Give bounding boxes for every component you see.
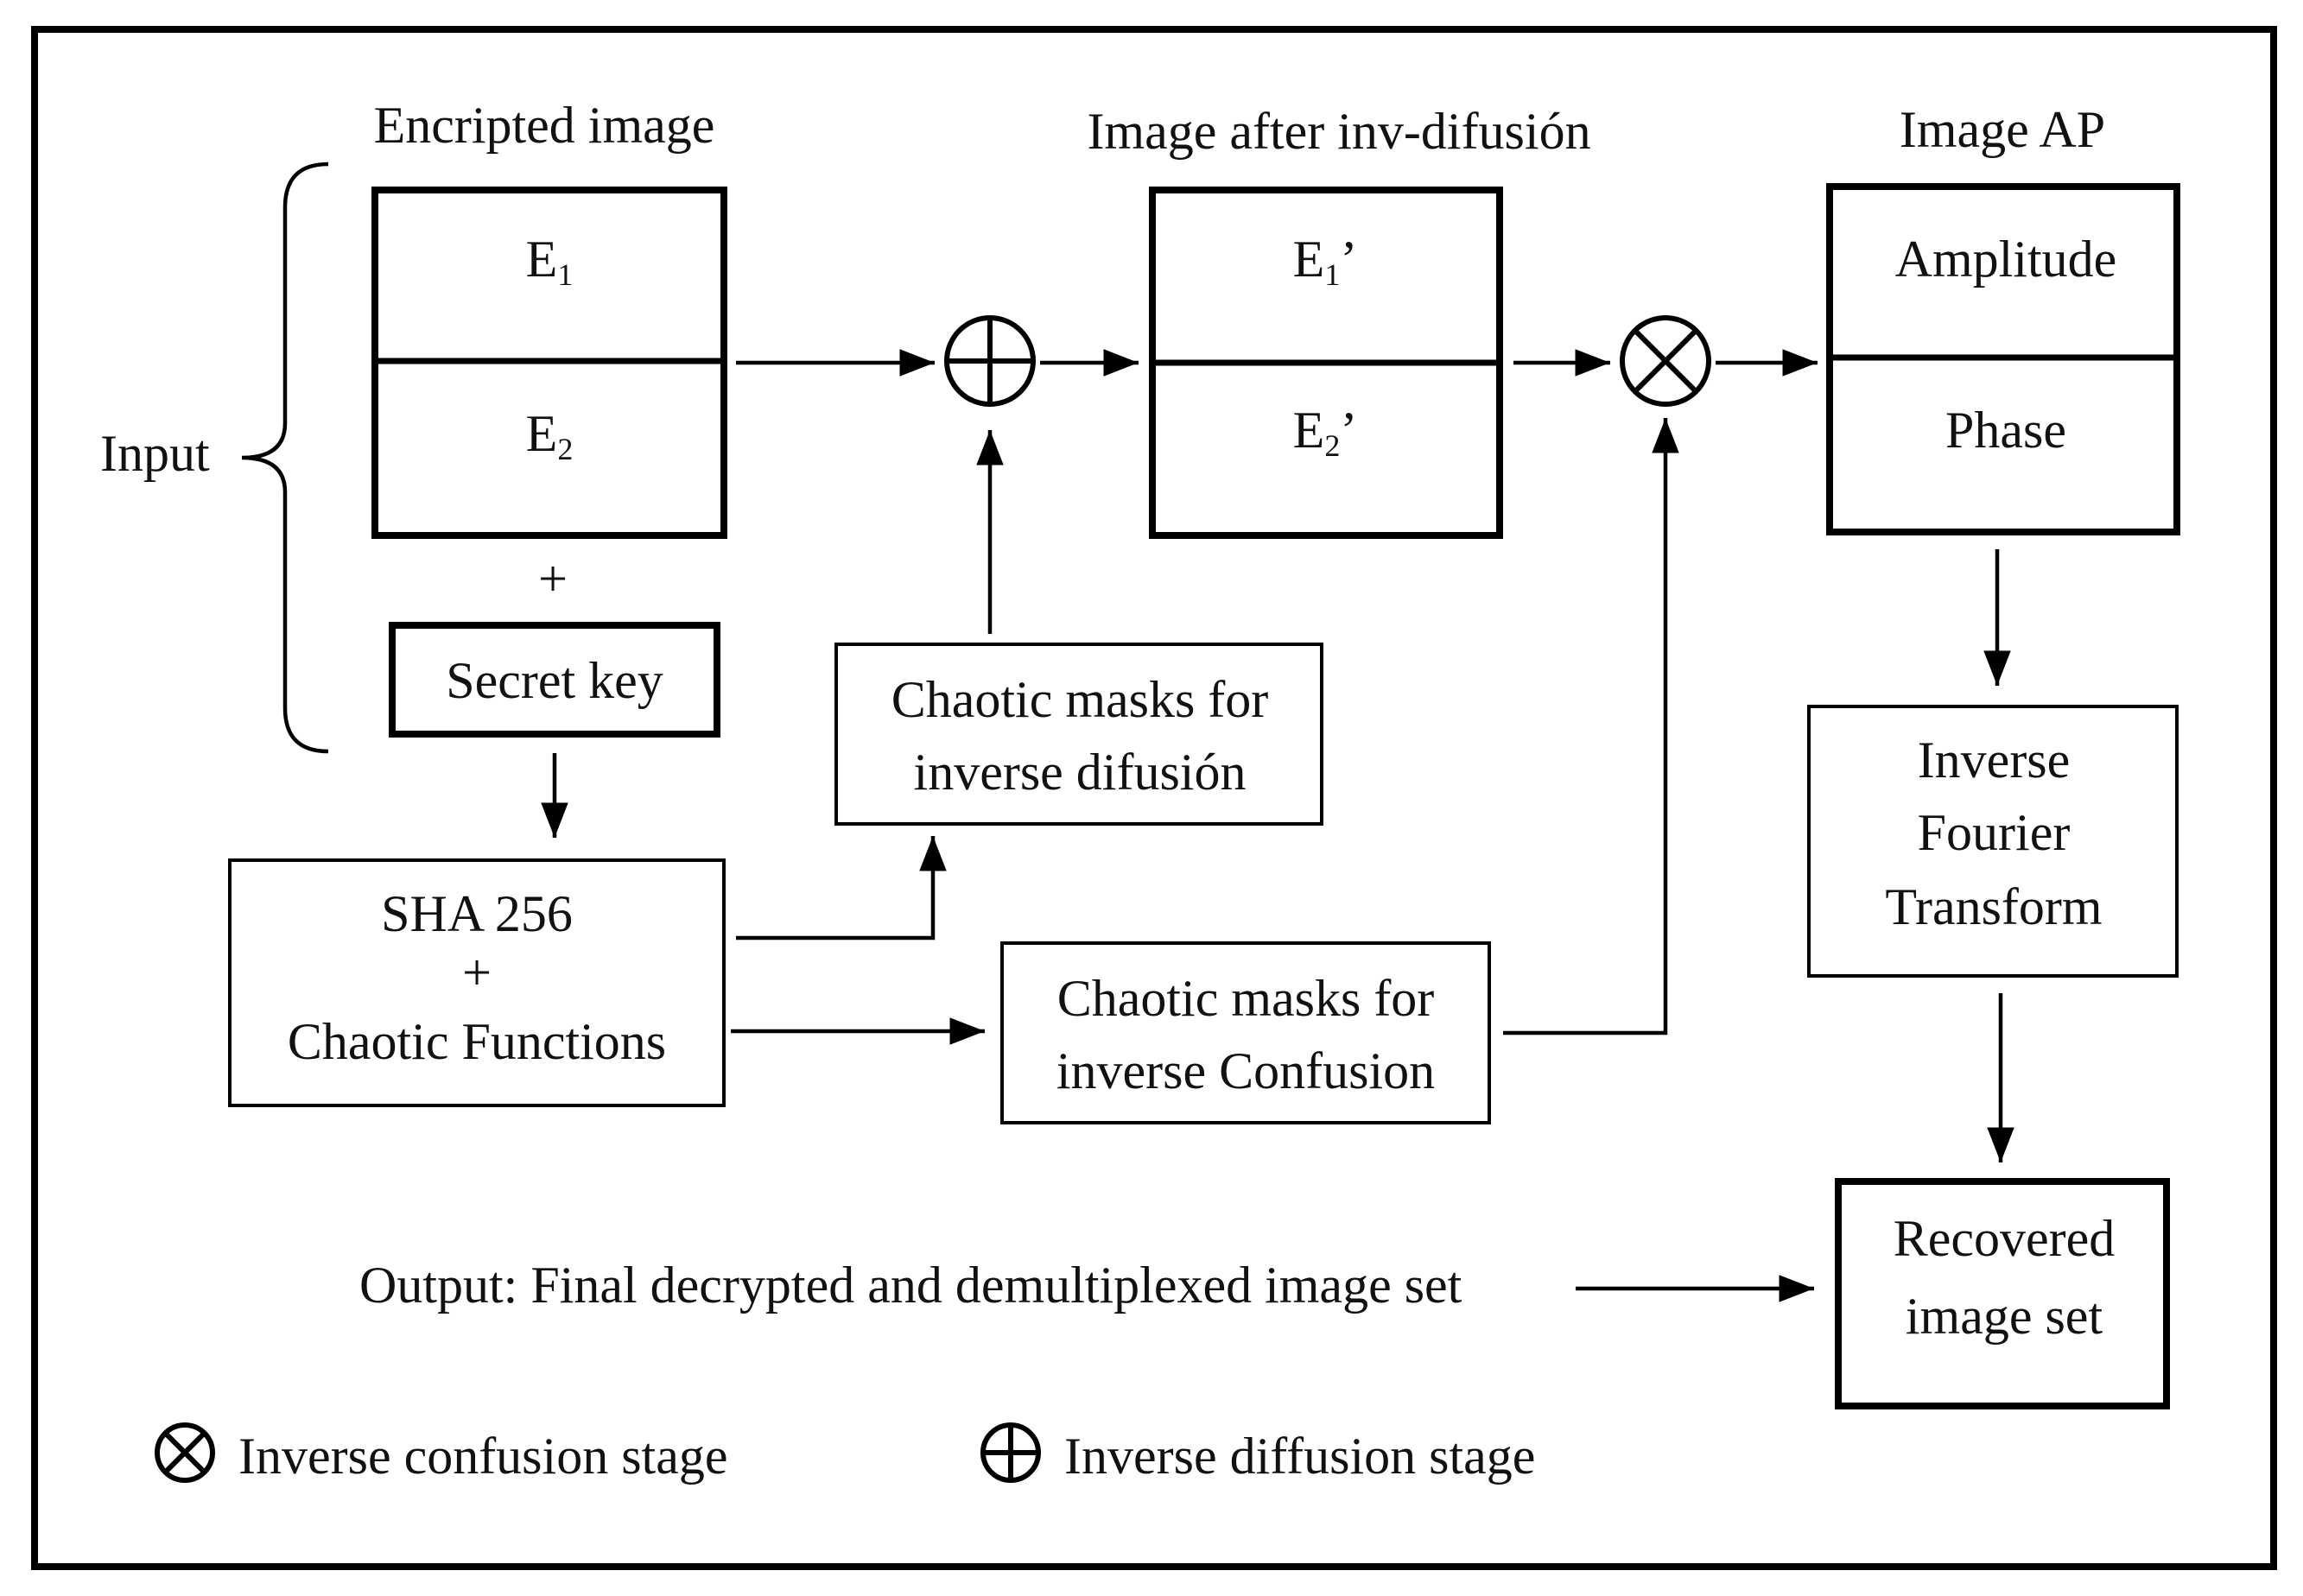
sha-line3: Chaotic Functions [288, 1013, 666, 1070]
legend-diffusion-label: Inverse diffusion stage [1064, 1428, 1535, 1485]
sha-chaotic-box [228, 858, 726, 1107]
output-label: Output: Final decrypted and demultiplexe… [359, 1257, 1462, 1314]
legend: Inverse confusion stage Inverse diffusio… [155, 1422, 1535, 1485]
mask-diffusion-box [834, 643, 1323, 826]
recovered-line1: Recovered [1894, 1210, 2116, 1267]
fourier-line1: Inverse [1918, 732, 2071, 788]
input-label: Input [100, 425, 210, 482]
arrow-sha-to-diffusion-mask [736, 836, 947, 940]
phase-label: Phase [1945, 402, 2066, 459]
fourier-line2: Fourier [1918, 804, 2071, 861]
mask-confusion-box [1000, 941, 1491, 1124]
legend-confusion-icon [155, 1422, 215, 1483]
mask-diffusion-line1: Chaotic masks for [891, 671, 1269, 728]
encrypted-e2: E2 [526, 405, 574, 466]
fourier-line3: Transform [1885, 878, 2102, 935]
input-bracket [241, 162, 329, 754]
inv-diffusion-image-title: Image after inv-difusión [1087, 103, 1590, 160]
plus-sign: + [538, 550, 568, 607]
mask-diffusion-line2: inverse difusión [914, 744, 1247, 801]
amplitude-label: Amplitude [1895, 231, 2117, 288]
mask-confusion-line1: Chaotic masks for [1057, 970, 1435, 1027]
image-ap-title: Image AP [1900, 101, 2105, 158]
encrypted-image-title: Encripted image [374, 97, 715, 154]
secret-key-label: Secret key [446, 652, 663, 709]
sha-line1: SHA 256 [381, 885, 573, 942]
recovered-line2: image set [1906, 1288, 2103, 1345]
inv-diffusion-e2: E2’ [1293, 402, 1358, 463]
recovered-box [1835, 1178, 2170, 1409]
inverse-confusion-operator [1620, 315, 1711, 407]
inverse-diffusion-operator [944, 315, 1036, 407]
inv-diffusion-e1: E1’ [1293, 231, 1358, 292]
secret-key-box [389, 622, 720, 738]
outer-frame [31, 26, 2277, 1570]
encrypted-e1: E1 [526, 231, 574, 292]
legend-diffusion-icon [980, 1422, 1041, 1483]
mask-confusion-line2: inverse Confusion [1056, 1042, 1435, 1099]
arrow-mask-to-confusion [1503, 418, 1679, 1036]
sha-line2: + [462, 944, 492, 1001]
inverse-fourier-box [1807, 705, 2179, 978]
legend-confusion-label: Inverse confusion stage [238, 1428, 727, 1485]
